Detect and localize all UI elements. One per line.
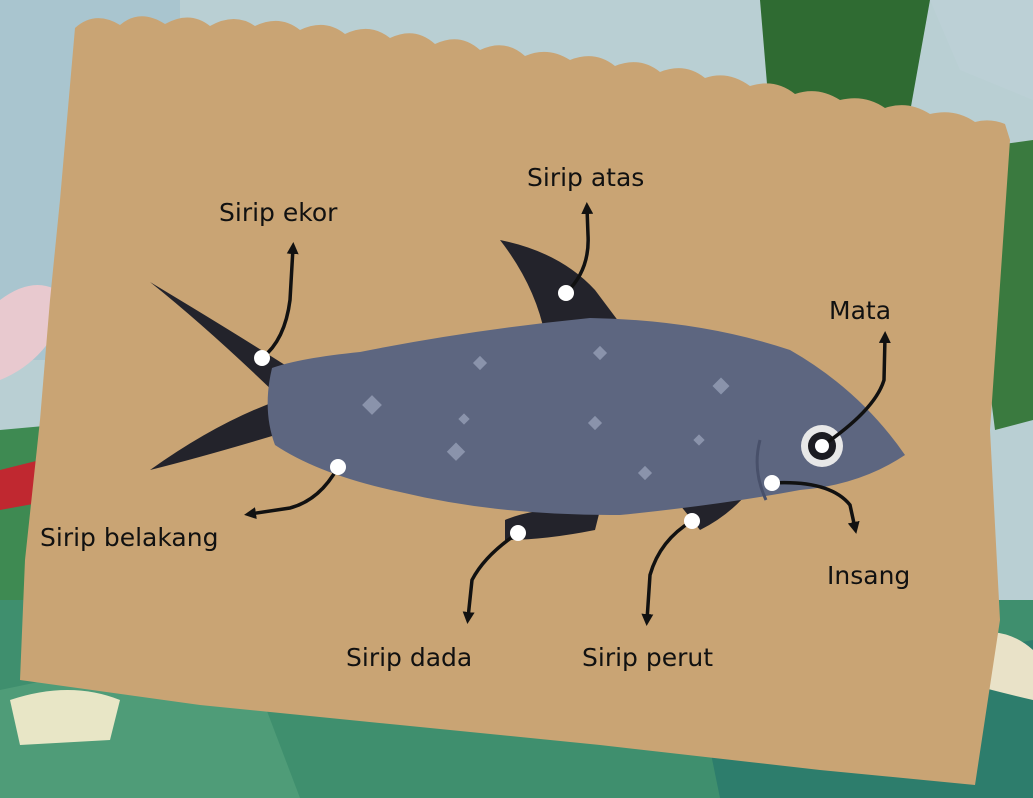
- dot-anal-fin: [330, 459, 346, 475]
- label-pelvic-fin: Sirip perut: [582, 645, 713, 670]
- dot-eye: [815, 439, 829, 453]
- dot-pelvic-fin: [684, 513, 700, 529]
- dot-pectoral-fin: [510, 525, 526, 541]
- label-eye: Mata: [829, 298, 891, 323]
- dot-dorsal-fin: [558, 285, 574, 301]
- label-dorsal-fin: Sirip atas: [527, 165, 644, 190]
- dot-tail-fin: [254, 350, 270, 366]
- label-gill: Insang: [827, 563, 910, 588]
- label-pectoral-fin: Sirip dada: [346, 645, 472, 670]
- label-anal-fin: Sirip belakang: [40, 525, 218, 550]
- label-tail-fin: Sirip ekor: [219, 200, 337, 225]
- dot-gill: [764, 475, 780, 491]
